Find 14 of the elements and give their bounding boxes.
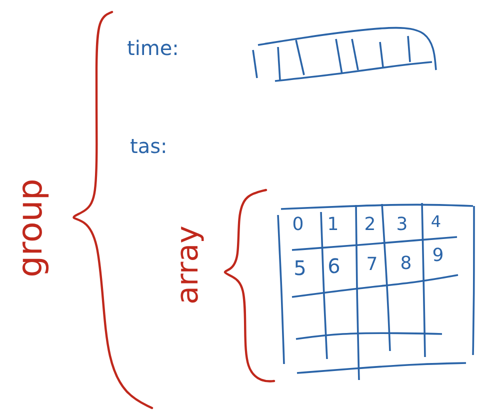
grid-number: 8 — [400, 255, 412, 273]
grid-number: 7 — [366, 256, 378, 274]
grid-number: 4 — [430, 214, 442, 230]
grid-number: 5 — [294, 258, 306, 278]
grid-number: 3 — [396, 216, 408, 234]
grid-number: 0 — [292, 216, 304, 234]
array-label: array — [173, 226, 203, 304]
grid-number: 2 — [364, 216, 376, 234]
grid-number: 9 — [432, 247, 444, 265]
group-label: group — [13, 178, 47, 278]
grid-number: 6 — [328, 256, 340, 276]
grid-number: 1 — [327, 216, 339, 234]
time-label: time: — [127, 38, 179, 58]
tasks-label: tas: — [130, 136, 168, 156]
